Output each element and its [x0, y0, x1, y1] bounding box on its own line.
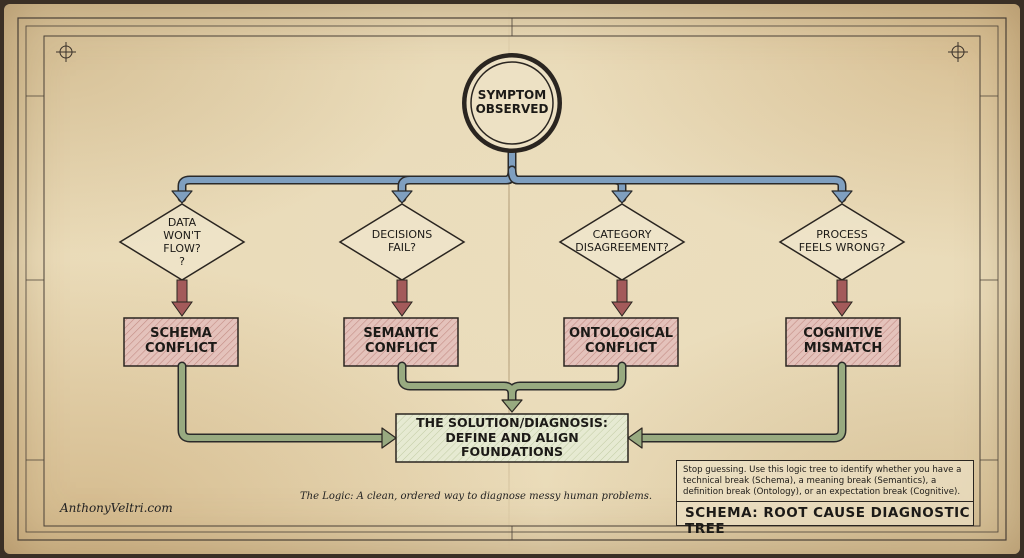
decision-label-process-feels-wrong: PROCESS FEELS WRONG? [782, 222, 902, 262]
conflict-line: SCHEMA [150, 326, 212, 342]
symptom-observed-node [462, 53, 562, 153]
schema-conflict-label: SCHEMA CONFLICT [124, 318, 238, 366]
ontological-conflict-box [563, 317, 679, 367]
conflict-line: MISMATCH [803, 341, 883, 356]
solution-box [395, 413, 629, 463]
decision-label-category-disagreement: CATEGORY DISAGREEMENT? [562, 222, 682, 262]
ontological-conflict-label: ONTOLOGICAL CONFLICT [564, 318, 678, 366]
semantic-conflict-label: SEMANTIC CONFLICT [344, 318, 458, 366]
decision-line: ? [179, 255, 185, 269]
solution-label: THE SOLUTION/DIAGNOSIS: DEFINE AND ALIGN… [396, 414, 628, 462]
conflict-line: CONFLICT [145, 341, 217, 356]
decision-label-data-wont-flow: DATA WON'T FLOW? ? [142, 214, 222, 270]
schema-conflict-box [123, 317, 239, 367]
author-signature: AnthonyVeltri.com [60, 501, 173, 515]
decision-line: FEELS WRONG? [798, 241, 886, 254]
legend-title: SCHEMA: ROOT CAUSE DIAGNOSTIC TREE [685, 505, 971, 537]
blue-branch-arrows [171, 145, 853, 204]
decision-line: CATEGORY [592, 228, 652, 242]
solution-line1: THE SOLUTION/DIAGNOSIS: [416, 415, 608, 431]
decision-line: DISAGREEMENT? [575, 241, 669, 254]
decision-line: FAIL? [387, 241, 417, 254]
green-merge-arrows [177, 361, 847, 449]
conflict-line: SEMANTIC [363, 326, 439, 342]
crosshair-icon [948, 42, 968, 62]
cognitive-mismatch-label: COGNITIVE MISMATCH [786, 318, 900, 366]
decision-line: DECISIONS [371, 228, 433, 242]
cognitive-mismatch-box [785, 317, 901, 367]
conflict-line: ONTOLOGICAL [568, 326, 674, 342]
decision-diamonds [118, 203, 906, 281]
red-arrows [171, 279, 853, 317]
solution-line2: DEFINE AND ALIGN FOUNDATIONS [445, 429, 579, 460]
symptom-label-line2: OBSERVED [475, 102, 549, 116]
logic-note: The Logic: A clean, ordered way to diagn… [300, 491, 653, 502]
decision-line: WON'T [163, 228, 201, 242]
decision-label-decisions-fail: DECISIONS FAIL? [352, 222, 452, 262]
symptom-observed-label: SYMPTOM OBSERVED [462, 84, 562, 122]
symptom-label-line1: SYMPTOM [477, 88, 547, 103]
drafting-frame [17, 17, 1007, 541]
conflict-line: CONFLICT [365, 341, 437, 356]
decision-line: DATA [167, 215, 197, 229]
conflict-line: COGNITIVE [803, 326, 883, 342]
crosshair-icon [56, 42, 76, 62]
legend-box: Stop guessing. Use this logic tree to id… [676, 460, 974, 537]
legend-title-bar: SCHEMA: ROOT CAUSE DIAGNOSTIC TREE [677, 501, 973, 537]
decision-line: PROCESS [816, 228, 868, 242]
legend-description: Stop guessing. Use this logic tree to id… [683, 465, 962, 497]
conflict-boxes [123, 317, 901, 367]
semantic-conflict-box [343, 317, 459, 367]
paper-fold-line [508, 4, 510, 554]
decision-line: FLOW? [163, 242, 201, 255]
conflict-line: CONFLICT [585, 341, 657, 356]
